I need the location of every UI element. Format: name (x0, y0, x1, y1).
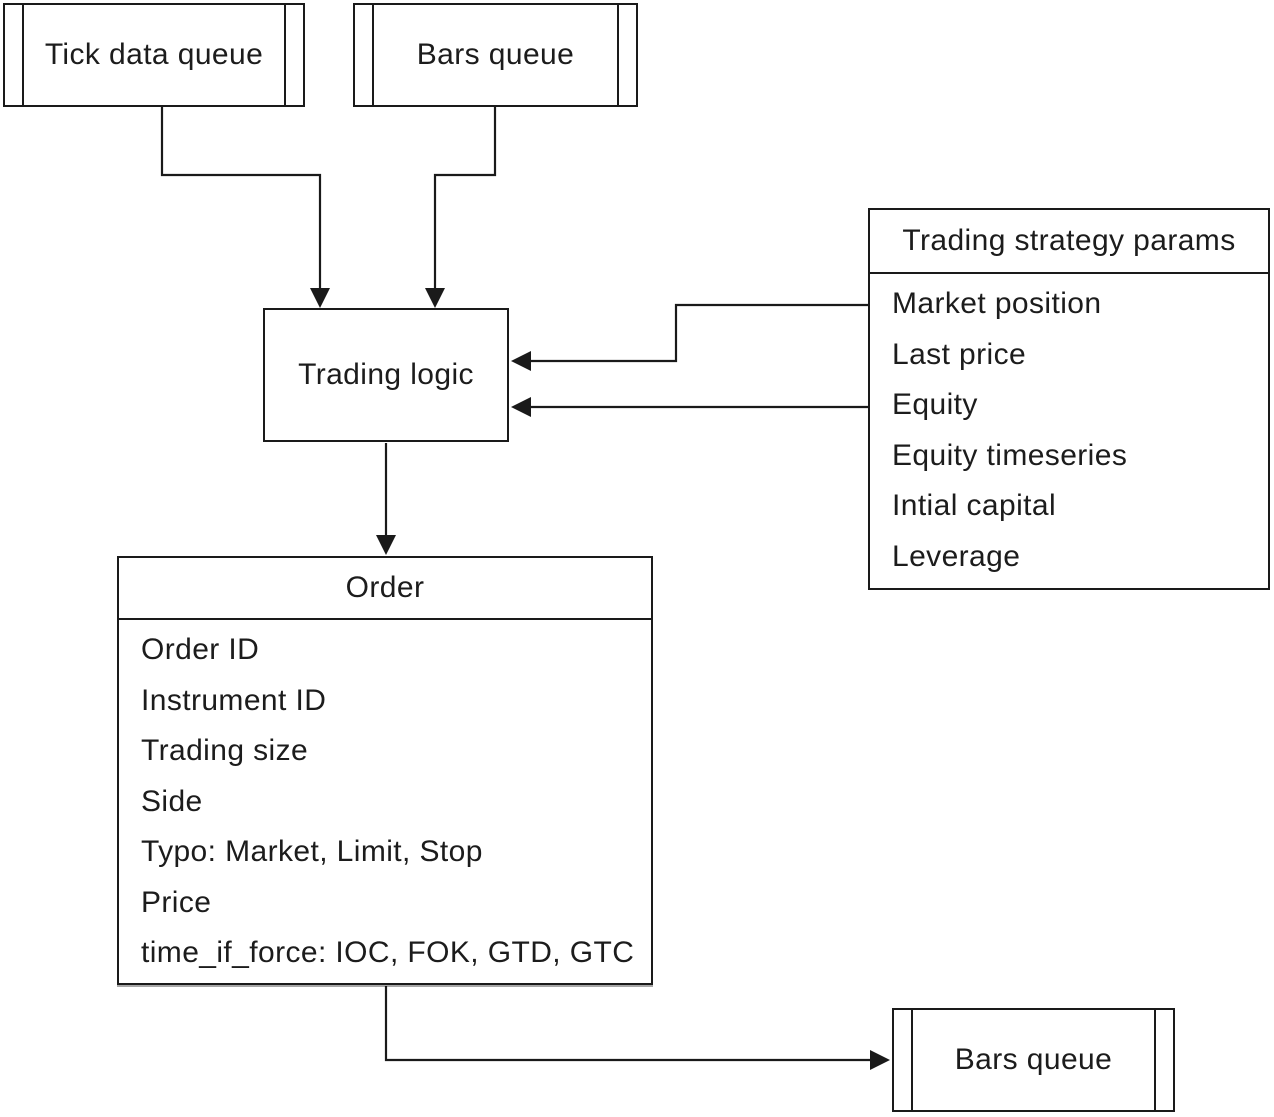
edge-params-market-position-to-trading-logic (511, 303, 868, 371)
order-row-trading-size: Trading size (141, 734, 309, 768)
order-row-order-id: Order ID (141, 633, 260, 667)
edge-params-equity-to-trading-logic (511, 397, 868, 417)
order-row-price: Price (141, 885, 212, 919)
order-row-side: Side (141, 784, 203, 818)
bars-queue-bottom-label: Bars queue (954, 1043, 1113, 1076)
tick-data-queue-label: Tick data queue (44, 38, 264, 71)
edge-trading-logic-to-order (376, 443, 396, 555)
param-row-last-price: Last price (892, 337, 1027, 371)
node-order: Order Order ID Instrument ID Trading siz… (117, 556, 653, 985)
node-bars-queue-top: Bars queue (353, 3, 638, 107)
param-row-leverage: Leverage (892, 539, 1021, 573)
param-row-market-position: Market position (892, 287, 1102, 321)
node-bars-queue-bottom: Bars queue (892, 1008, 1175, 1112)
strategy-params-header: Trading strategy params (870, 210, 1268, 274)
order-title: Order (345, 571, 425, 604)
order-row-type: Typo: Market, Limit, Stop (141, 835, 483, 869)
node-trading-strategy-params: Trading strategy params Market position … (868, 208, 1270, 590)
order-list: Order ID Instrument ID Trading size Side… (119, 620, 651, 979)
order-header: Order (119, 558, 651, 620)
node-trading-logic: Trading logic (263, 308, 509, 442)
edge-tick-queue-to-trading-logic (160, 107, 330, 308)
edge-order-to-bars-queue (384, 986, 890, 1070)
trading-logic-label: Trading logic (298, 358, 474, 391)
param-row-equity: Equity (892, 388, 978, 422)
order-row-instrument-id: Instrument ID (141, 683, 327, 717)
order-row-time-if-force: time_if_force: IOC, FOK, GTD, GTC (141, 936, 635, 970)
strategy-params-title: Trading strategy params (902, 224, 1236, 257)
node-tick-data-queue: Tick data queue (3, 3, 305, 107)
param-row-equity-timeseries: Equity timeseries (892, 438, 1128, 472)
edge-bars-queue-to-trading-logic (425, 107, 497, 308)
param-row-intial-capital: Intial capital (892, 489, 1057, 523)
strategy-params-list: Market position Last price Equity Equity… (870, 274, 1268, 582)
bars-queue-top-label: Bars queue (416, 38, 575, 71)
